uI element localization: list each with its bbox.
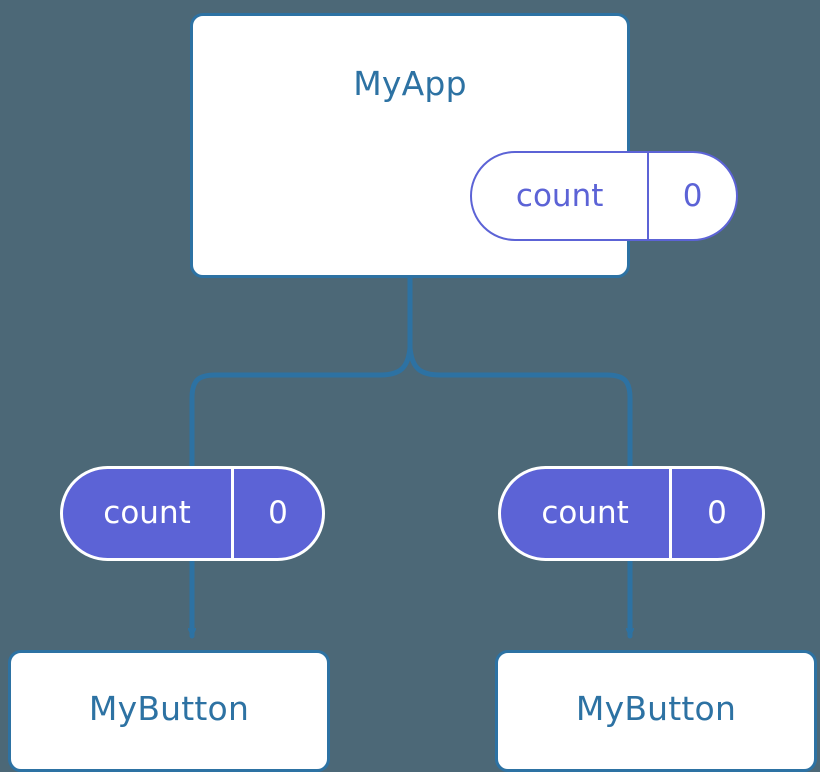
state-value-label: 0 xyxy=(647,153,736,239)
component-node-myapp[interactable]: MyApp count 0 xyxy=(190,13,738,278)
state-value-label: 0 xyxy=(669,469,762,558)
state-key-label: count xyxy=(541,495,629,531)
state-key-label: count xyxy=(515,177,604,214)
state-key-label: count xyxy=(103,495,191,531)
component-name-label: MyApp xyxy=(353,64,467,103)
edge-branch-left xyxy=(189,345,413,469)
component-node-mybutton-right[interactable]: MyButton xyxy=(495,650,817,772)
edge-branch-right xyxy=(407,345,633,469)
state-pill-root[interactable]: count 0 xyxy=(470,151,738,241)
component-name-label: MyButton xyxy=(88,689,250,728)
state-pill-child-right[interactable]: count 0 xyxy=(498,466,765,561)
component-node-mybutton-left[interactable]: MyButton xyxy=(8,650,330,772)
component-name-label: MyButton xyxy=(575,689,737,728)
state-pill-child-left[interactable]: count 0 xyxy=(60,466,325,561)
state-value-label: 0 xyxy=(231,469,322,558)
